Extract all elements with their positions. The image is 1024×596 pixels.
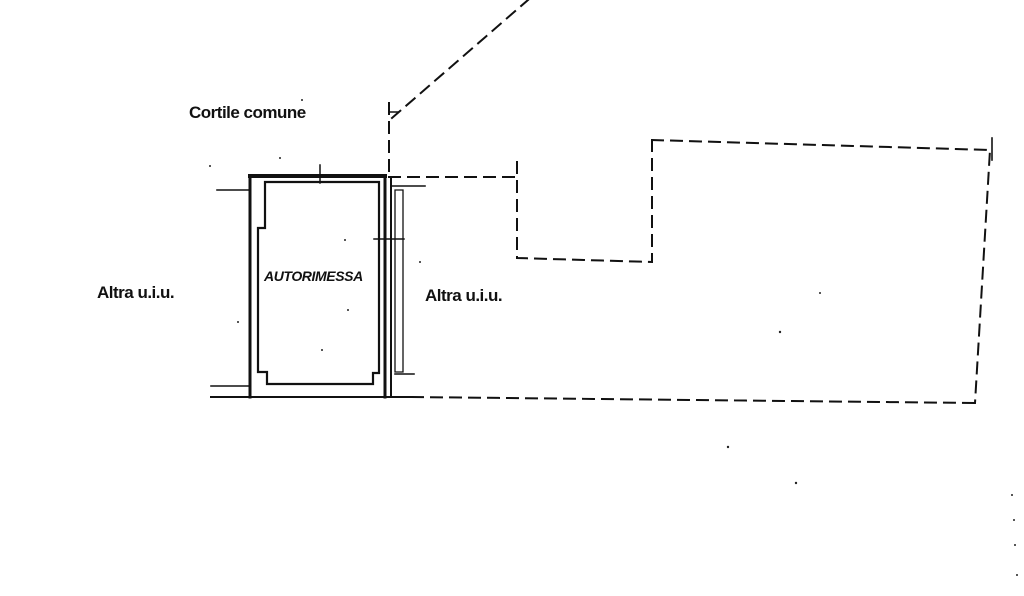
garage-outer-wall	[248, 174, 387, 399]
large-dashed-outline	[650, 138, 992, 405]
scan-speckles	[209, 99, 1018, 576]
courtyard-label: Cortile comune	[189, 103, 306, 122]
garage-room-label: AUTORIMESSA	[264, 268, 363, 284]
other-unit-left-label: Altra u.i.u.	[97, 283, 175, 302]
other-unit-right-label: Altra u.i.u.	[425, 286, 503, 305]
garage-walls	[248, 164, 405, 399]
dashed-outlines	[388, 0, 992, 405]
small-dashed-step	[516, 139, 653, 264]
right-wall-detail	[394, 189, 404, 373]
adjacent-walls	[210, 185, 426, 387]
baseline	[210, 395, 977, 405]
garage-inner-wall	[256, 180, 381, 386]
diagonal-boundary	[390, 0, 530, 120]
